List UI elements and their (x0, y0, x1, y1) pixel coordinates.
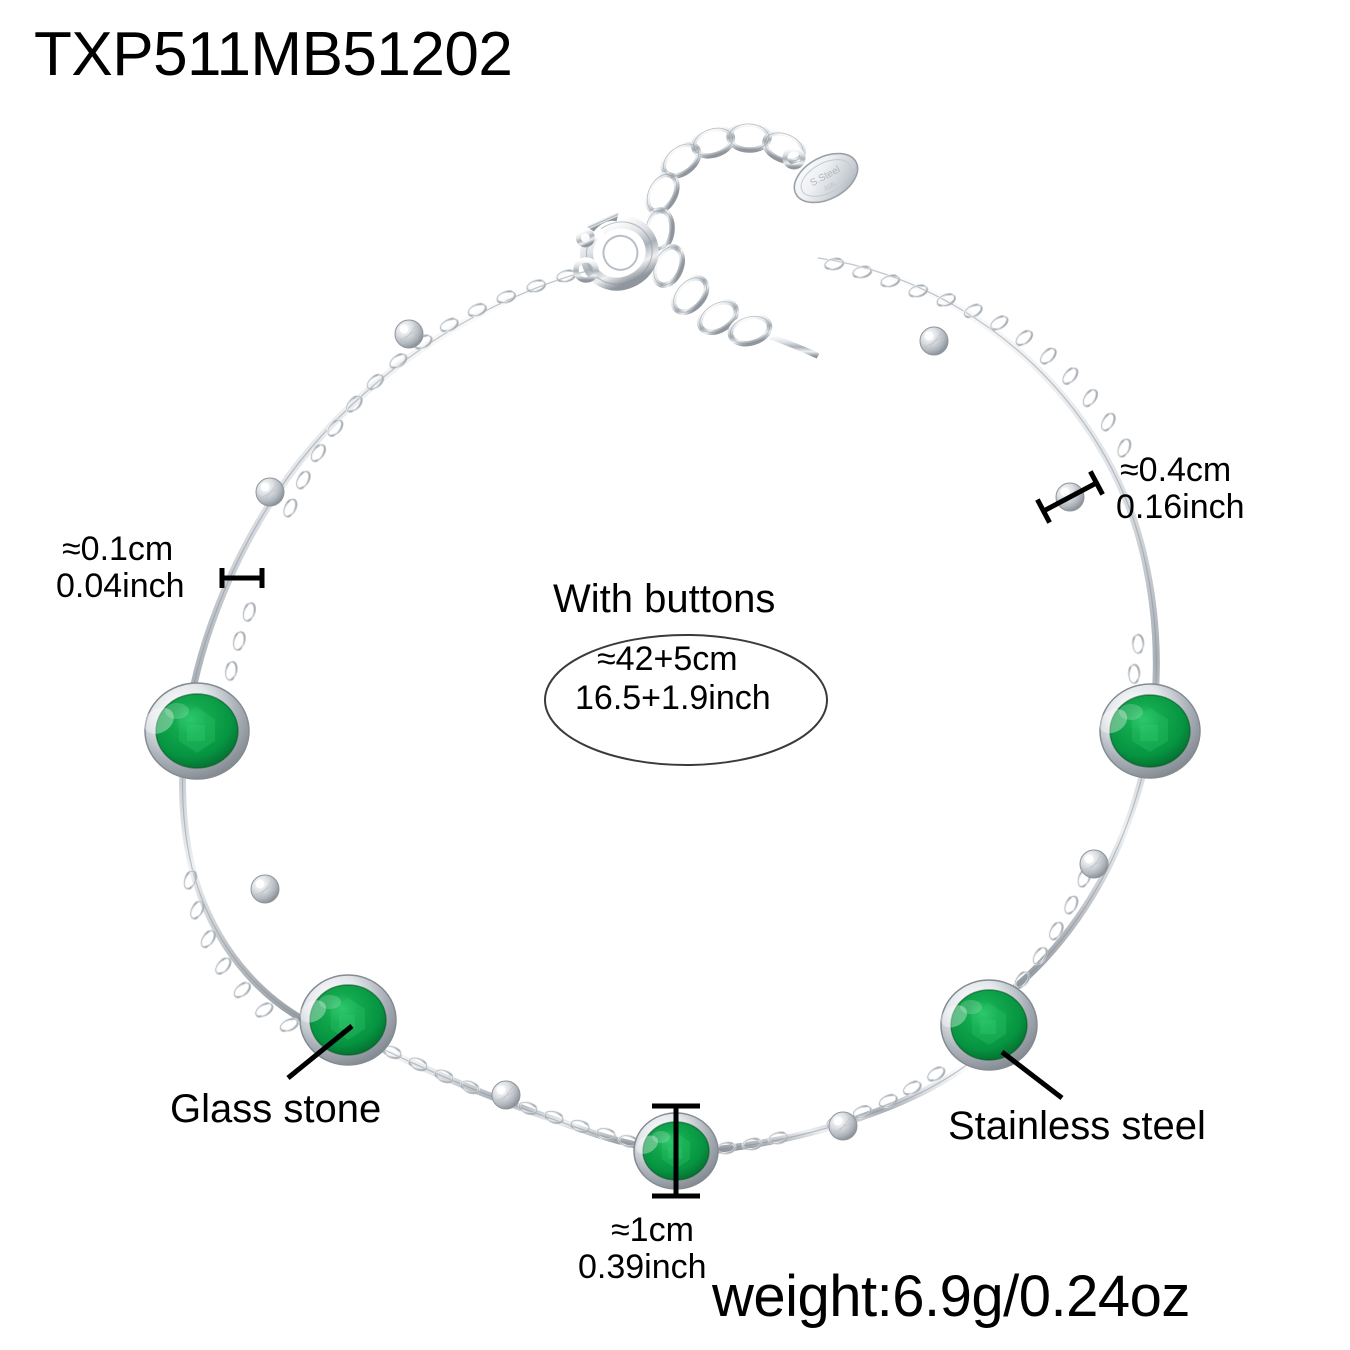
bead-size-label-cm: ≈0.4cm (1120, 451, 1232, 489)
stone-size-label-inch: 0.39inch (578, 1248, 707, 1286)
stainless-steel-leader-line (1000, 1050, 1064, 1100)
bead-station-icon (1079, 849, 1109, 879)
weight-label: weight:6.9g/0.24oz (712, 1264, 1190, 1329)
svg-text:316L: 316L (823, 181, 838, 193)
clasp-jump-ring (573, 257, 599, 283)
gemstone-station-icon (299, 974, 397, 1066)
glass-stone-leader-line (286, 1024, 354, 1080)
extender-chain-icon (643, 121, 820, 359)
oval-tag-icon: S.Steel 316L (793, 152, 859, 204)
bead-station-icon (828, 1111, 858, 1141)
length-callout-inch: 16.5+1.9inch (575, 679, 771, 717)
bead-station-icon (394, 319, 424, 349)
length-callout-heading: With buttons (553, 577, 776, 621)
bead-station-icon (491, 1080, 521, 1110)
stone-size-label-cm: ≈1cm (611, 1211, 694, 1249)
bead-station-icon (919, 326, 949, 356)
bead-size-dimension-bar (1035, 470, 1105, 524)
bead-station-icon (250, 874, 280, 904)
chain-width-label-inch: 0.04inch (56, 567, 185, 605)
gemstone-station-icon (143, 682, 250, 780)
chain-width-label-cm: ≈0.1cm (62, 530, 174, 568)
stainless-steel-annotation: Stainless steel (948, 1104, 1206, 1148)
length-ellipse-outline (544, 634, 828, 766)
length-callout-cm: ≈42+5cm (597, 640, 738, 678)
page-title: TXP511MB51202 (34, 20, 513, 89)
chain-width-dimension-bar (219, 568, 265, 588)
gemstone-station-icon (940, 979, 1038, 1071)
gemstone-station-icon (1099, 683, 1201, 779)
glass-stone-annotation: Glass stone (170, 1087, 382, 1131)
stone-size-dimension-bar (652, 1103, 700, 1199)
bead-size-label-inch: 0.16inch (1116, 488, 1245, 526)
bead-station-icon (255, 477, 285, 507)
tag-jump-ring (782, 146, 806, 170)
